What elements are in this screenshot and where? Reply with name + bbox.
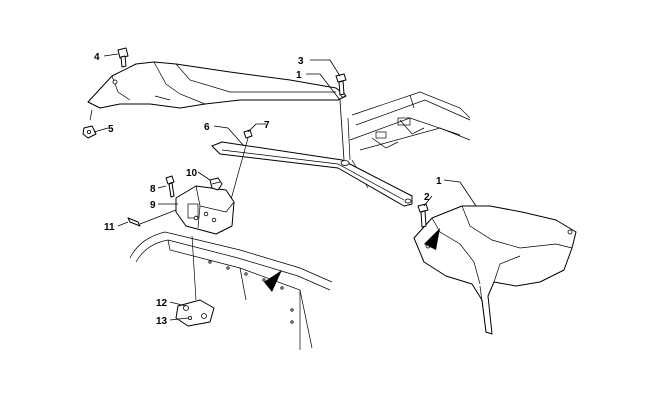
part-2-bolt bbox=[417, 203, 429, 228]
part-11-pin bbox=[127, 209, 177, 227]
callout-7: 7 bbox=[264, 120, 270, 131]
callout-4: 4 bbox=[94, 52, 100, 63]
callout-3: 3 bbox=[298, 56, 304, 67]
part-10-clip bbox=[209, 177, 223, 191]
orientation-arrow-front-right bbox=[424, 228, 440, 250]
callout-9: 9 bbox=[150, 200, 156, 211]
part-1-side-shield bbox=[413, 205, 577, 335]
callout-1-right: 1 bbox=[436, 176, 442, 187]
part-4-bolt bbox=[117, 47, 129, 68]
part-1-upper-shield bbox=[87, 61, 347, 109]
callout-labels: 1 1 2 3 4 5 6 7 8 9 10 11 12 13 bbox=[94, 52, 442, 327]
orientation-arrow-front bbox=[264, 270, 282, 292]
part-12-plate bbox=[175, 235, 215, 327]
part-6-brace-tube bbox=[211, 141, 413, 207]
part-8-screw bbox=[165, 175, 175, 198]
part-9-bracket bbox=[175, 185, 235, 235]
callout-6: 6 bbox=[204, 122, 210, 133]
leader-lines bbox=[93, 53, 477, 321]
part-5-nut bbox=[82, 109, 97, 139]
callout-11: 11 bbox=[104, 222, 115, 233]
callout-5: 5 bbox=[108, 124, 114, 135]
callout-2: 2 bbox=[424, 192, 430, 203]
callout-12: 12 bbox=[156, 298, 168, 309]
frame-structure-lower bbox=[129, 231, 333, 350]
callout-8: 8 bbox=[150, 184, 156, 195]
callout-13: 13 bbox=[156, 316, 168, 327]
part-3-bolt bbox=[335, 73, 347, 96]
callout-10: 10 bbox=[186, 168, 198, 179]
callout-1-upper: 1 bbox=[296, 70, 302, 81]
